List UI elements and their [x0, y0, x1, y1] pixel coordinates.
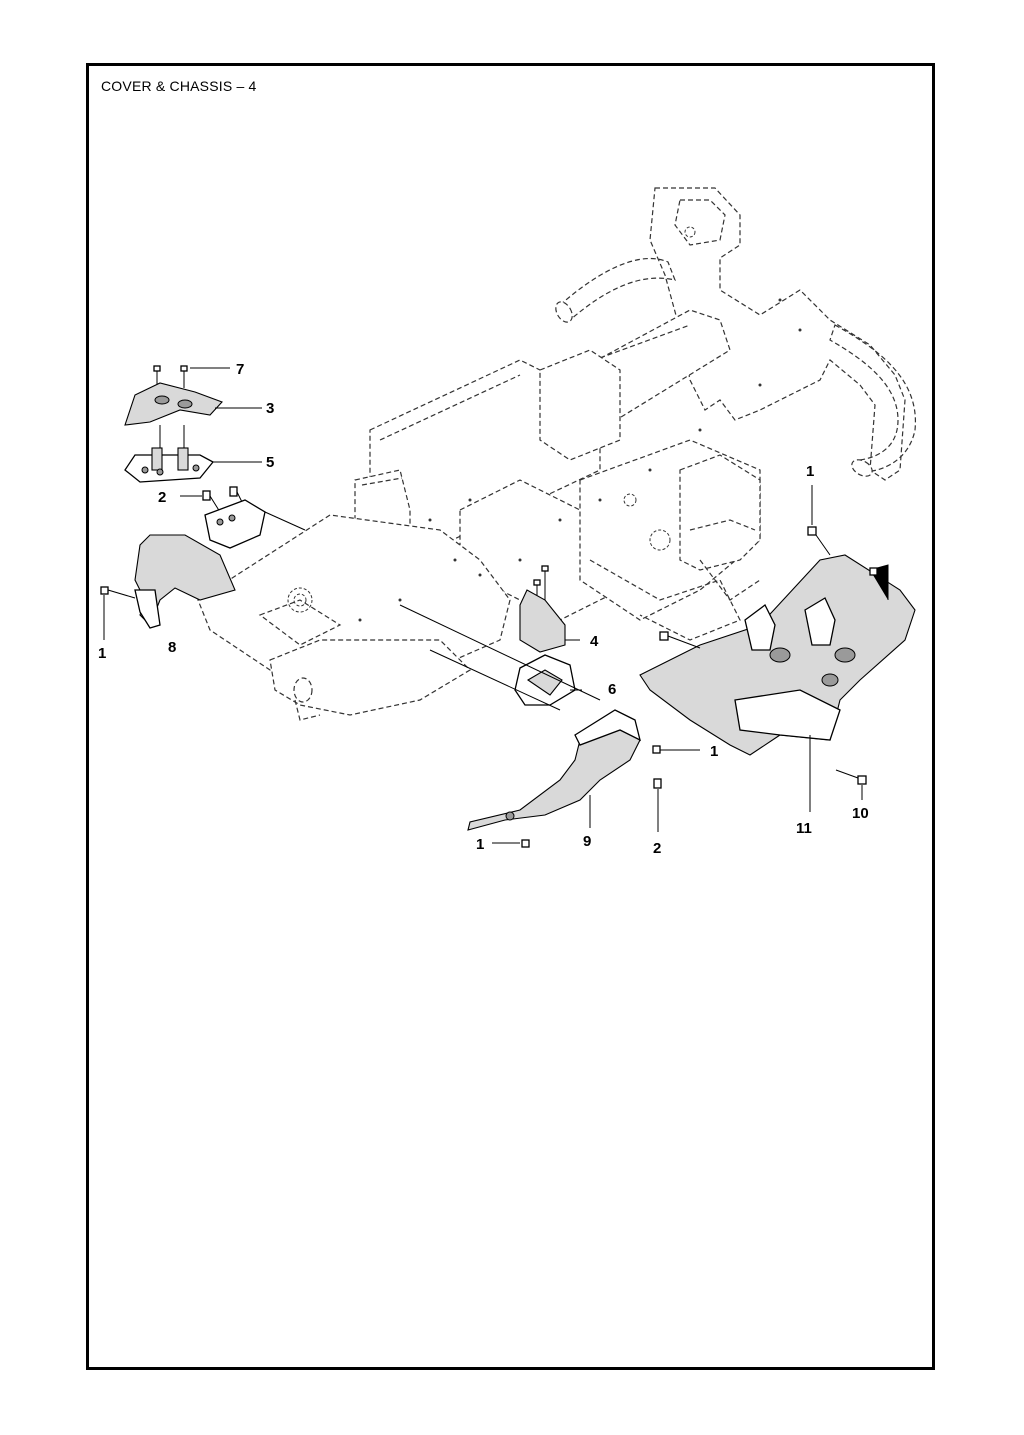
plate-edge [361, 477, 403, 486]
rear-seat-frame [649, 187, 906, 481]
part-1-nut-right-9 [652, 745, 700, 754]
callout-8: 8 [168, 639, 176, 656]
part-11-screws [659, 567, 878, 649]
callout-3: 3 [266, 400, 274, 417]
callout-labels: 7 3 5 2 1 8 4 6 1 1 9 2 1 11 10 [98, 361, 869, 857]
callout-9: 9 [583, 833, 591, 850]
caster-detail [294, 699, 321, 721]
floor-cutout [258, 599, 342, 646]
center-crossmember [539, 349, 621, 461]
part-10-bolt [835, 769, 867, 800]
part-1-nut-left [100, 586, 136, 640]
callout-1-left: 1 [98, 645, 106, 662]
front-caster-mount [293, 677, 313, 703]
part-6-shield [514, 654, 582, 706]
part-1-nut-bottom [492, 839, 530, 848]
part-8-left-cover [134, 499, 306, 629]
chassis-frame [197, 187, 916, 721]
callout-2-right: 2 [653, 840, 661, 857]
frame-hole [623, 493, 637, 507]
page-border [86, 63, 935, 1370]
part-9-front-cover [399, 604, 641, 831]
callout-1-top-right: 1 [806, 463, 814, 480]
handle-end-right [851, 459, 873, 477]
frame-detail [689, 519, 761, 601]
callout-2-left: 2 [158, 489, 166, 506]
lower-brace [589, 559, 741, 641]
callout-1-mid: 1 [710, 743, 718, 760]
callout-1-bottom: 1 [476, 836, 484, 853]
callout-5: 5 [266, 454, 274, 471]
callout-4: 4 [590, 633, 599, 650]
callout-7: 7 [236, 361, 244, 378]
page-title: COVER & CHASSIS – 4 [101, 78, 257, 94]
rear-lower-frame [679, 454, 761, 571]
frame-hole [684, 226, 696, 238]
part-7-screws [153, 365, 230, 388]
part-3-top-cover [124, 382, 262, 426]
seat-bracket [674, 199, 726, 246]
part-11-rear-cover [639, 554, 916, 812]
callout-11: 11 [796, 820, 812, 837]
callout-6: 6 [608, 681, 616, 698]
front-pan [269, 639, 471, 716]
part-2-bolt-9 [653, 778, 662, 832]
part-4-shield [519, 565, 580, 653]
part-5-base-plate [124, 425, 262, 483]
left-handle-bar [559, 257, 676, 321]
callout-10: 10 [852, 805, 869, 822]
part-1-nut-top-right [807, 485, 831, 556]
handle-end [555, 301, 573, 323]
axle-hole [649, 529, 671, 551]
